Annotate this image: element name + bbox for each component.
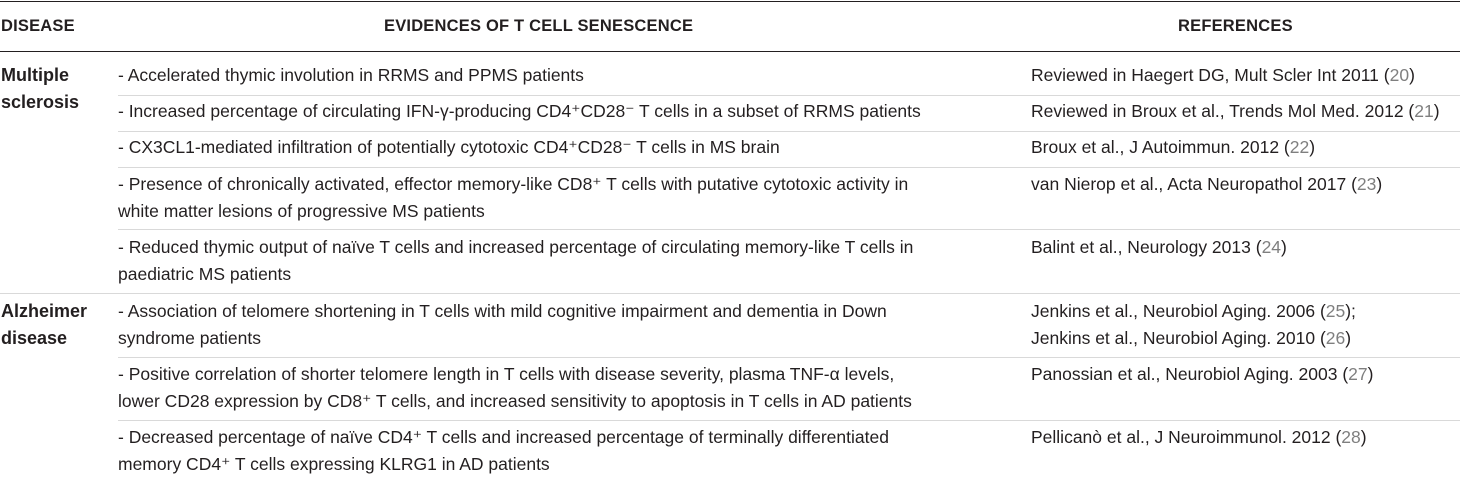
reference-cell: van Nierop et al., Acta Neuropathol 2017…	[1031, 171, 1382, 198]
header-rule	[0, 51, 1460, 52]
top-rule	[0, 1, 1460, 2]
evidence-cell: - Presence of chronically activated, eff…	[118, 171, 908, 225]
reference-cell: Balint et al., Neurology 2013 (24)	[1031, 234, 1287, 261]
reference-number[interactable]: 22	[1289, 137, 1310, 157]
evidence-text: syndrome patients	[118, 328, 261, 348]
row-divider	[118, 167, 1460, 168]
reference-number[interactable]: 28	[1341, 427, 1361, 447]
evidence-cell: - Decreased percentage of naïve CD4⁺ T c…	[118, 424, 889, 478]
evidence-cell: - Association of telomere shortening in …	[118, 298, 887, 352]
evidence-cell: - Increased percentage of circulating IF…	[118, 98, 921, 125]
header-evidence: EVIDENCES OF T CELL SENESCENCE	[384, 17, 694, 35]
reference-number[interactable]: 26	[1325, 328, 1346, 348]
reference-text: van Nierop et al., Acta Neuropathol 2017…	[1031, 174, 1383, 194]
disease-label-line1: Alzheimer	[1, 301, 88, 321]
disease-label-line2: disease	[1, 328, 68, 348]
evidence-cell: - Accelerated thymic involution in RRMS …	[118, 62, 584, 89]
reference-text: Panossian et al., Neurobiol Aging. 2003 …	[1031, 364, 1374, 384]
disease-alzheimer: Alzheimer disease	[1, 298, 87, 352]
row-divider	[118, 420, 1460, 421]
evidence-text: - Increased percentage of circulating IF…	[118, 101, 921, 121]
row-divider	[118, 95, 1460, 96]
header-disease: DISEASE	[1, 17, 75, 35]
reference-text: Balint et al., Neurology 2013 (24)	[1031, 237, 1287, 257]
evidence-text: lower CD28 expression by CD8⁺ T cells, a…	[118, 391, 912, 411]
reference-cell: Panossian et al., Neurobiol Aging. 2003 …	[1031, 361, 1373, 388]
reference-cell: Pellicanò et al., J Neuroimmunol. 2012 (…	[1031, 424, 1367, 451]
evidence-text: paediatric MS patients	[118, 264, 292, 284]
evidence-text: - Reduced thymic output of naïve T cells…	[118, 237, 914, 257]
evidence-cell: - Reduced thymic output of naïve T cells…	[118, 234, 913, 288]
reference-number[interactable]: 21	[1414, 101, 1434, 121]
reference-text: Reviewed in Haegert DG, Mult Scler Int 2…	[1031, 65, 1415, 85]
evidence-text: - Positive correlation of shorter telome…	[118, 364, 895, 384]
reference-text: Pellicanò et al., J Neuroimmunol. 2012 (…	[1031, 427, 1367, 447]
group-divider	[0, 293, 1460, 294]
evidence-text: - CX3CL1-mediated infiltration of potent…	[118, 137, 780, 157]
reference-cell: Jenkins et al., Neurobiol Aging. 2006 (2…	[1031, 298, 1356, 352]
header-references: REFERENCES	[1178, 17, 1293, 35]
reference-cell: Reviewed in Broux et al., Trends Mol Med…	[1031, 98, 1440, 125]
row-divider	[118, 229, 1460, 230]
reference-text: Jenkins et al., Neurobiol Aging. 2006 (2…	[1031, 301, 1356, 321]
reference-text: Jenkins et al., Neurobiol Aging. 2010 (2…	[1031, 328, 1352, 348]
row-divider	[118, 357, 1460, 358]
reference-number[interactable]: 27	[1348, 364, 1368, 384]
reference-cell: Broux et al., J Autoimmun. 2012 (22)	[1031, 134, 1315, 161]
reference-cell: Reviewed in Haegert DG, Mult Scler Int 2…	[1031, 62, 1415, 89]
reference-text: Reviewed in Broux et al., Trends Mol Med…	[1031, 101, 1440, 121]
reference-text: Broux et al., J Autoimmun. 2012 (22)	[1031, 137, 1316, 157]
reference-number[interactable]: 20	[1389, 65, 1410, 85]
evidence-text: - Decreased percentage of naïve CD4⁺ T c…	[118, 427, 889, 447]
evidence-text: - Association of telomere shortening in …	[118, 301, 887, 321]
evidence-cell: - Positive correlation of shorter telome…	[118, 361, 912, 415]
evidence-text: - Presence of chronically activated, eff…	[118, 174, 909, 194]
disease-label-line2: sclerosis	[1, 92, 80, 112]
row-divider	[118, 131, 1460, 132]
reference-number[interactable]: 23	[1356, 174, 1377, 194]
evidence-cell: - CX3CL1-mediated infiltration of potent…	[118, 134, 780, 161]
evidence-text: white matter lesions of progressive MS p…	[118, 201, 485, 221]
reference-number[interactable]: 24	[1261, 237, 1282, 257]
evidence-text: memory CD4⁺ T cells expressing KLRG1 in …	[118, 454, 550, 474]
disease-label-line1: Multiple	[1, 65, 69, 85]
evidence-text: - Accelerated thymic involution in RRMS …	[118, 65, 584, 85]
reference-number[interactable]: 25	[1325, 301, 1346, 321]
disease-multiple-sclerosis: Multiple sclerosis	[1, 62, 79, 116]
